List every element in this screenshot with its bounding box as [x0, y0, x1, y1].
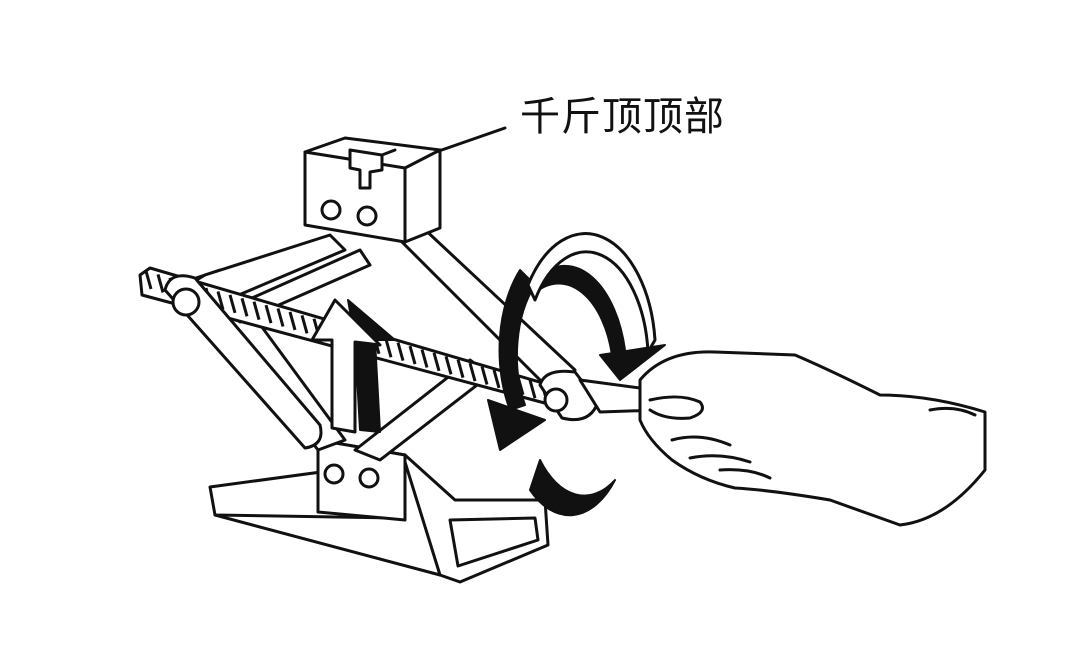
thread-mark: [144, 270, 153, 290]
thread-mark: [300, 314, 309, 334]
thread-mark: [468, 362, 477, 382]
thread-mark: [276, 308, 285, 327]
thread-mark: [444, 355, 453, 375]
jack-base: [208, 438, 550, 584]
left-pivot: [163, 274, 323, 450]
callout: 千斤顶顶部: [434, 94, 725, 154]
thread-mark: [432, 352, 441, 372]
top-hole-left: [320, 199, 342, 221]
up-arrow-icon: [310, 298, 396, 434]
thread-mark: [156, 274, 165, 293]
top-hole-right: [356, 205, 378, 227]
thread-mark: [384, 338, 393, 358]
thread-mark: [288, 311, 297, 331]
thread-mark: [252, 301, 261, 321]
thread-mark: [216, 291, 225, 310]
rotation-arrow-icon: [487, 232, 666, 517]
thread-mark: [240, 297, 249, 317]
crank-pivot: [543, 387, 569, 413]
thread-mark: [228, 294, 237, 314]
thread-mark: [480, 366, 489, 385]
thread-mark: [456, 359, 465, 379]
callout-leader-line: [434, 126, 507, 154]
hand: [638, 350, 987, 527]
thread-mark: [408, 345, 417, 365]
thread-mark: [396, 342, 405, 362]
thread-mark: [420, 349, 429, 368]
base-hole-left: [323, 463, 345, 485]
base-hole-right: [358, 467, 380, 489]
thread-mark: [264, 304, 273, 324]
thread-mark: [492, 369, 501, 389]
callout-label: 千斤顶顶部: [520, 94, 725, 140]
jack-top: [303, 136, 442, 244]
pivot-hole: [171, 287, 201, 317]
thread-mark: [528, 379, 537, 399]
